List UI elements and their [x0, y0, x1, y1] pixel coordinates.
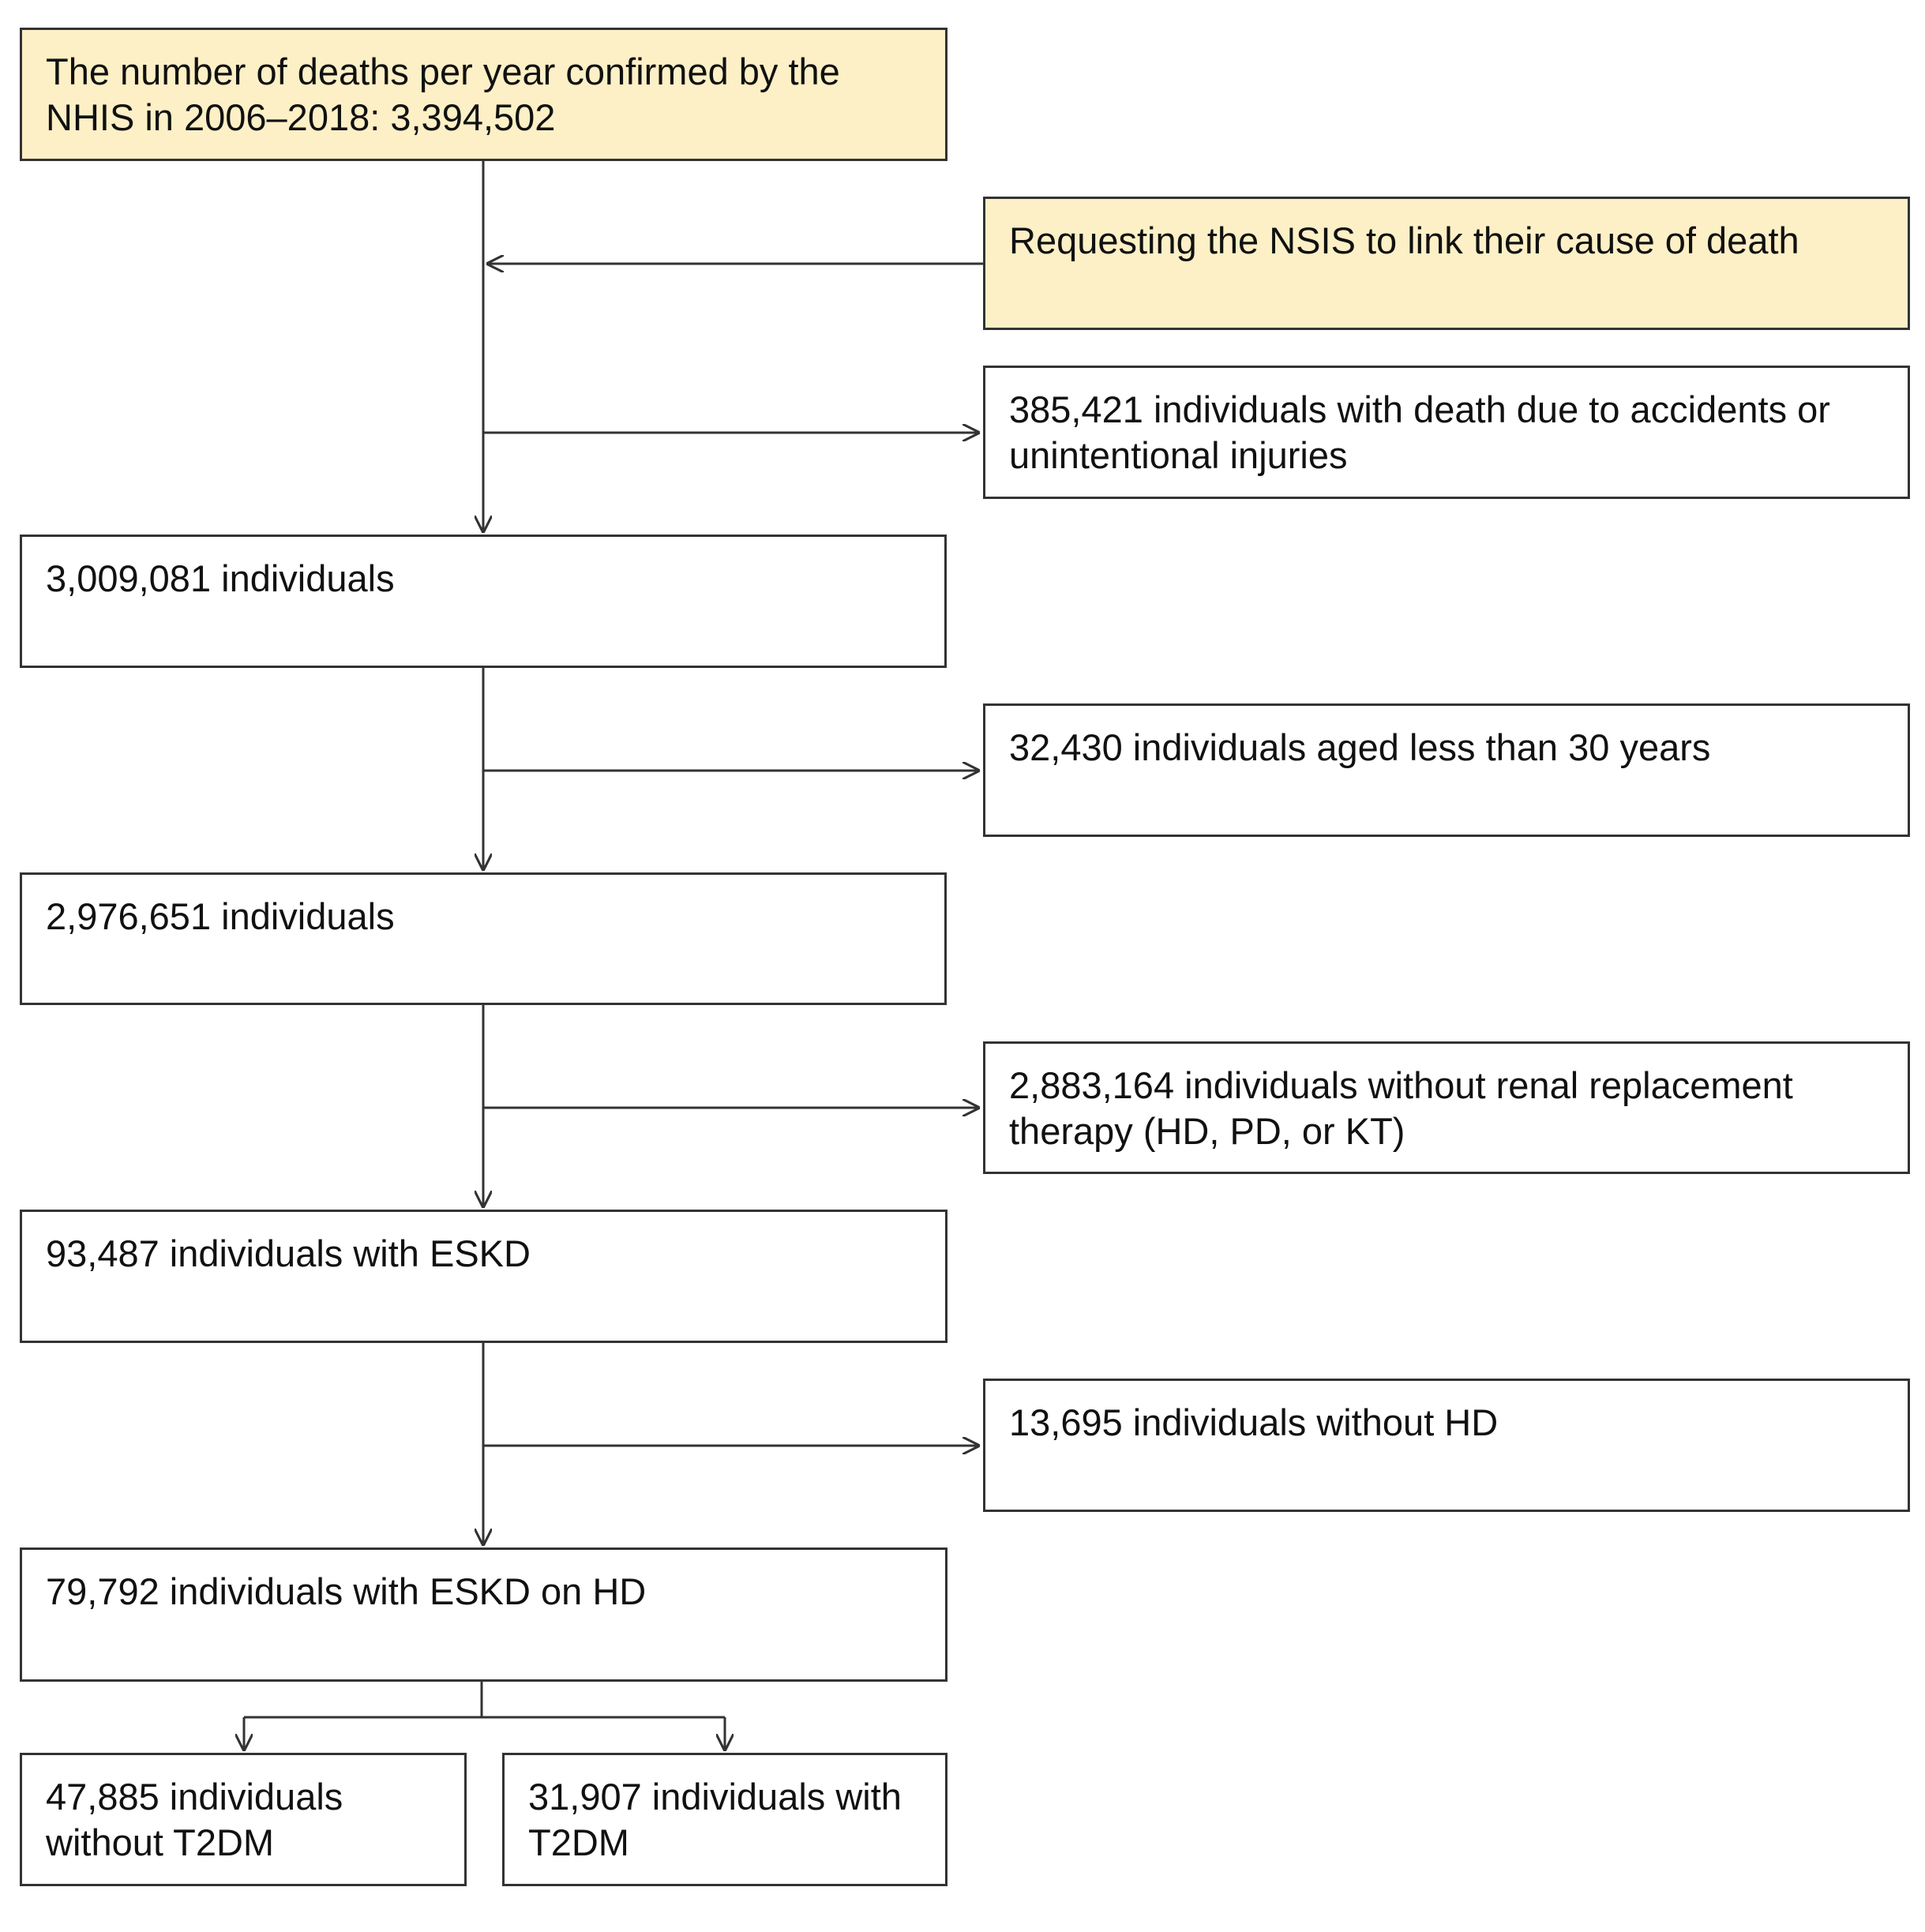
box-total-deaths-text: The number of deaths per year confirmed …: [46, 51, 840, 138]
box-step-3-text: 93,487 individuals with ESKD: [46, 1232, 531, 1274]
box-excluded-no-hd: 13,695 individuals without HD: [983, 1379, 1910, 1512]
box-step-4-text: 79,792 individuals with ESKD on HD: [46, 1570, 647, 1612]
box-without-t2dm: 47,885 individuals without T2DM: [20, 1753, 467, 1886]
box-step-1-text: 3,009,081 individuals: [46, 557, 395, 599]
box-excluded-accidents-text: 385,421 individuals with death due to ac…: [1009, 388, 1830, 476]
box-nsis-request-text: Requesting the NSIS to link their cause …: [1009, 219, 1799, 261]
box-excluded-no-rrt-text: 2,883,164 individuals without renal repl…: [1009, 1064, 1793, 1152]
box-without-t2dm-text: 47,885 individuals without T2DM: [46, 1776, 343, 1863]
box-step-1: 3,009,081 individuals: [20, 535, 947, 668]
box-excluded-age: 32,430 individuals aged less than 30 yea…: [983, 703, 1910, 837]
box-nsis-request: Requesting the NSIS to link their cause …: [983, 197, 1910, 330]
box-excluded-no-rrt: 2,883,164 individuals without renal repl…: [983, 1041, 1910, 1174]
box-with-t2dm: 31,907 individuals with T2DM: [502, 1753, 947, 1886]
box-total-deaths: The number of deaths per year confirmed …: [20, 28, 947, 161]
box-excluded-accidents: 385,421 individuals with death due to ac…: [983, 366, 1910, 499]
box-step-2: 2,976,651 individuals: [20, 872, 947, 1005]
box-step-2-text: 2,976,651 individuals: [46, 895, 395, 937]
box-step-4: 79,792 individuals with ESKD on HD: [20, 1547, 947, 1682]
box-excluded-no-hd-text: 13,695 individuals without HD: [1009, 1401, 1499, 1443]
box-step-3: 93,487 individuals with ESKD: [20, 1210, 947, 1343]
box-excluded-age-text: 32,430 individuals aged less than 30 yea…: [1009, 726, 1711, 768]
box-with-t2dm-text: 31,907 individuals with T2DM: [528, 1776, 902, 1863]
